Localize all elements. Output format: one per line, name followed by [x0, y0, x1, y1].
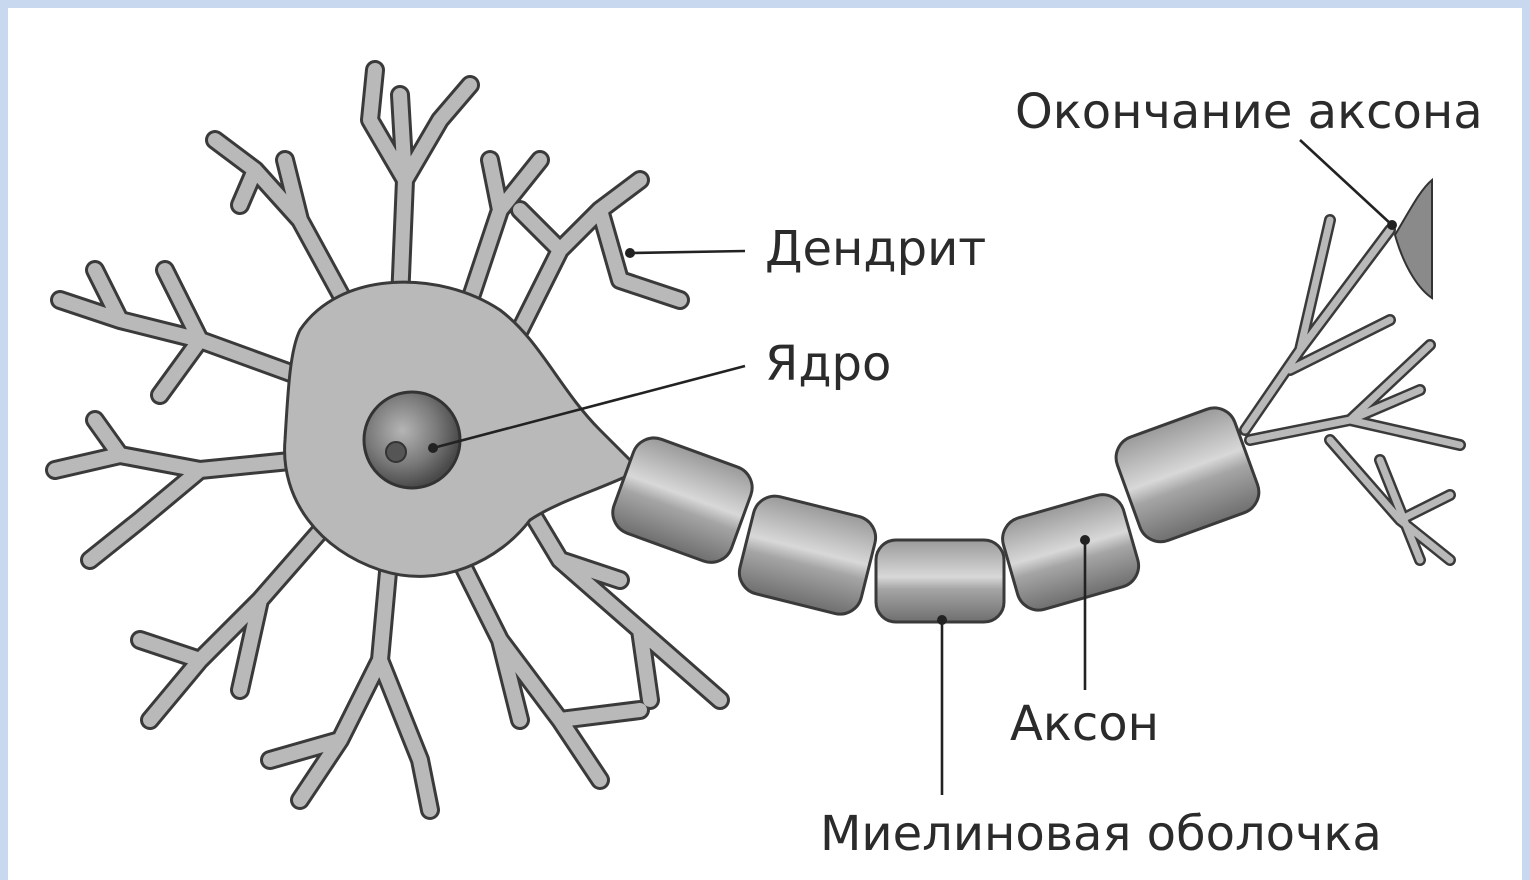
nucleus [364, 392, 460, 488]
label-nucleus: Ядро [765, 336, 891, 392]
myelin-sheath [607, 402, 1265, 622]
label-dendrite: Дендрит [765, 221, 986, 277]
label-axon-terminal: Окончание аксона [1015, 84, 1483, 140]
cell-body [285, 282, 640, 576]
label-myelin-sheath: Миелиновая оболочка [820, 806, 1382, 862]
label-axon: Аксон [1010, 696, 1159, 752]
synaptic-target [1395, 180, 1432, 298]
